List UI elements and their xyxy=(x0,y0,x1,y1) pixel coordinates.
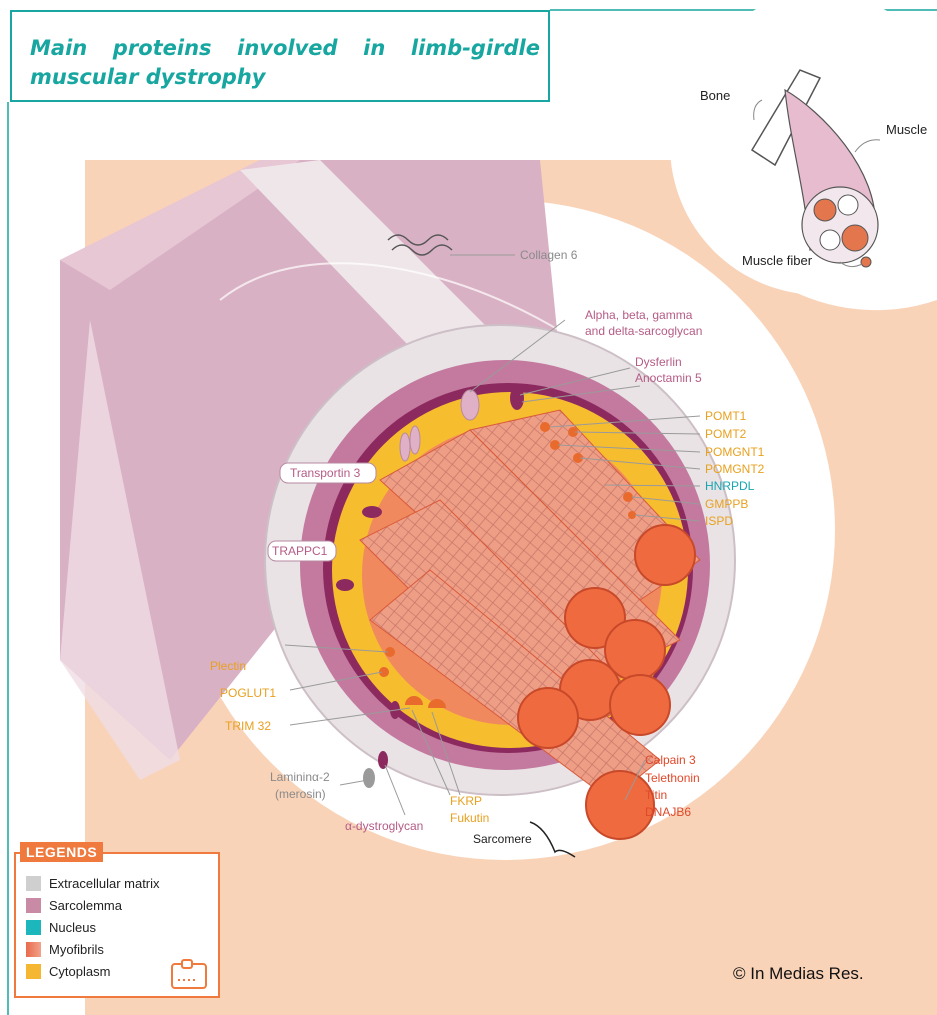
legend-item-label: Cytoplasm xyxy=(49,964,110,979)
legend-swatch xyxy=(26,964,41,979)
label-hnrpdl: HNRPDL xyxy=(705,479,755,493)
label-dysferlin: Dysferlin xyxy=(635,355,682,369)
legend-swatch xyxy=(26,920,41,935)
label-dystroglycan: α-dystroglycan xyxy=(345,819,423,833)
legend-swatch xyxy=(26,898,41,913)
legend-item-nucleus: Nucleus xyxy=(26,920,96,935)
label-pomt1: POMT1 xyxy=(705,409,747,423)
label-fukutin: Fukutin xyxy=(450,811,489,825)
label-poglut1: POGLUT1 xyxy=(220,686,276,700)
legend-item-label: Extracellular matrix xyxy=(49,876,160,891)
legend-item-sarcolemma: Sarcolemma xyxy=(26,898,122,913)
label-titin: Titin xyxy=(645,788,667,802)
label-pomgnt2: POMGNT2 xyxy=(705,462,765,476)
label-ispd: ISPD xyxy=(705,514,733,528)
label-sarcoglycan-1: Alpha, beta, gamma xyxy=(585,308,693,322)
label-transportin3: Transportin 3 xyxy=(290,466,361,480)
label-pomgnt1: POMGNT1 xyxy=(705,445,765,459)
label-trim32: TRIM 32 xyxy=(225,719,271,733)
legend-item-myofibrils: Myofibrils xyxy=(26,942,104,957)
diagram-title: Main proteins involved in limb-girdle mu… xyxy=(30,34,540,92)
label-laminin-1: Lamininα-2 xyxy=(270,770,330,784)
inset-label-bone: Bone xyxy=(700,88,730,103)
label-anoctamin5: Anoctamin 5 xyxy=(635,371,702,385)
title-box: Main proteins involved in limb-girdle mu… xyxy=(10,10,550,102)
copyright-notice: © In Medias Res. xyxy=(733,964,864,984)
label-trappc1: TRAPPC1 xyxy=(272,544,328,558)
legend-item-cytoplasm: Cytoplasm xyxy=(26,964,110,979)
label-pomt2: POMT2 xyxy=(705,427,747,441)
legend-item-label: Myofibrils xyxy=(49,942,104,957)
label-calpain3: Calpain 3 xyxy=(645,753,696,767)
label-sarcomere: Sarcomere xyxy=(473,832,532,846)
label-gmppb: GMPPB xyxy=(705,497,748,511)
legend-item-label: Nucleus xyxy=(49,920,96,935)
label-telethonin: Telethonin xyxy=(645,771,700,785)
inset-label-muscle-fiber: Muscle fiber xyxy=(742,253,813,268)
legend-item-label: Sarcolemma xyxy=(49,898,122,913)
label-plectin: Plectin xyxy=(210,659,246,673)
legend-box: Extracellular matrix Sarcolemma Nucleus … xyxy=(14,852,220,998)
legend-swatch xyxy=(26,942,41,957)
label-sarcoglycan-2: and delta-sarcoglycan xyxy=(585,324,702,338)
label-collagen6: Collagen 6 xyxy=(520,248,578,262)
legend-heading: LEGENDS xyxy=(20,842,103,862)
inset-label-muscle: Muscle xyxy=(886,122,927,137)
label-dnajb6: DNAJB6 xyxy=(645,805,691,819)
clipboard-icon xyxy=(168,958,210,992)
label-fkrp: FKRP xyxy=(450,794,482,808)
legend-item-extracellular-matrix: Extracellular matrix xyxy=(26,876,160,891)
legend-swatch xyxy=(26,876,41,891)
label-laminin-2: (merosin) xyxy=(275,787,326,801)
